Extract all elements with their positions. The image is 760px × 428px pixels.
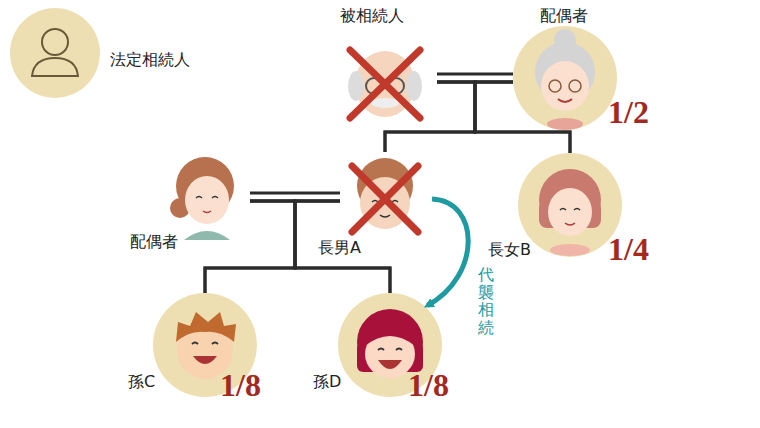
person-node: 配偶者 [160,152,250,242]
heir-circle [518,153,622,257]
person-node: 孫C1/8 [153,293,257,397]
person-label: 長男A [318,238,361,257]
succession-arrow [427,199,468,306]
inheritance-share: 1/2 [608,95,649,129]
descent-line [250,201,390,293]
heir-circle [513,26,617,130]
legend-text: 法定相続人 [110,50,190,69]
inheritance-share: 1/4 [608,232,649,266]
eldest-daughter-face [539,169,601,256]
deceased-cross [352,166,418,232]
grandmother-face [535,29,595,130]
daughter-in-law-face [170,157,234,240]
person-node: 被相続人 [333,26,437,130]
descent-line [475,82,570,153]
inheritance-share: 1/8 [220,368,261,402]
person-icon [10,8,100,98]
person-label: 孫C [128,372,155,391]
legend-swatch [10,8,100,98]
descent-line [295,201,390,293]
deceased-cross [350,50,420,118]
inheritance-share: 1/8 [408,368,449,402]
person-node: 長男A [340,152,430,242]
grandfather-face [348,51,422,117]
person-label: 配偶者 [540,6,588,25]
person-label: 配偶者 [130,232,178,251]
person-label: 長女B [488,240,531,259]
person-node: 孫D1/8 [338,293,442,397]
descent-line [437,82,570,153]
edge-label: 代襲相続 [478,266,494,336]
descent-line [385,82,513,152]
person-label: 被相続人 [340,6,404,25]
descent-line [385,82,475,152]
person-label: 孫D [313,372,341,391]
descent-line [205,201,295,293]
person-node: 配偶者1/2 [513,26,617,130]
person-node: 長女B1/4 [518,153,622,257]
